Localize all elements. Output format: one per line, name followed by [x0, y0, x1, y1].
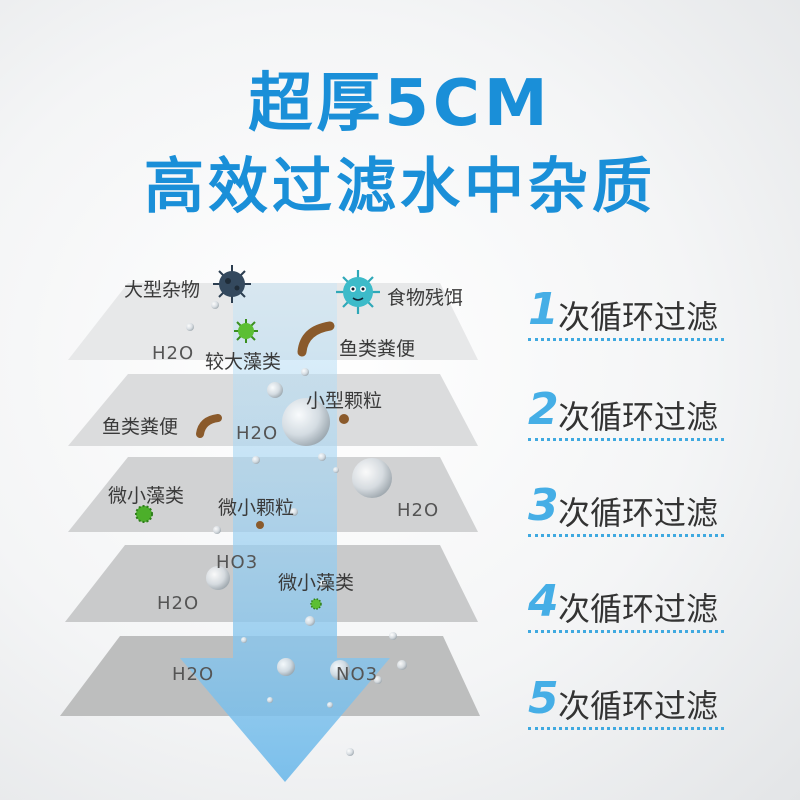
- virus-icon: [213, 265, 251, 303]
- fish-waste-icon: [256, 521, 264, 529]
- algae-icon: [135, 505, 153, 523]
- filter-pass-4: 4 次循环过滤: [528, 574, 728, 633]
- water-droplet-icon: [186, 301, 407, 756]
- pass-number: 5: [528, 673, 559, 724]
- filter-pass-2: 2 次循环过滤: [528, 382, 728, 441]
- pass-label: 次循环过滤: [558, 398, 719, 436]
- label-micro-algae: 微小藻类: [278, 572, 355, 594]
- pass-number: 3: [528, 480, 559, 531]
- label-no3: HO3: [216, 552, 259, 573]
- dotted-divider: [528, 338, 724, 341]
- germ-icon: [336, 270, 380, 314]
- dotted-divider: [528, 534, 724, 537]
- headline-line-2: 高效过滤水中杂质: [144, 152, 656, 222]
- dotted-divider: [528, 727, 724, 730]
- label-h2o: H2O: [172, 664, 215, 685]
- pass-number: 1: [528, 284, 559, 335]
- label-h2o: H2O: [152, 343, 195, 364]
- label-food-residue: 食物残饵: [387, 287, 464, 309]
- label-no3: NO3: [336, 664, 379, 685]
- dotted-divider: [528, 630, 724, 633]
- label-small-particles: 小型颗粒: [306, 390, 383, 412]
- flow-arrow: [180, 283, 390, 782]
- fish-waste-icon: [196, 414, 222, 438]
- headline-line-1: 超厚5CM: [248, 67, 552, 141]
- dotted-divider: [528, 438, 724, 441]
- pass-label: 次循环过滤: [558, 687, 719, 725]
- pass-number: 4: [528, 576, 559, 627]
- fish-waste-icon: [297, 321, 335, 357]
- label-micro-particles: 微小颗粒: [218, 497, 295, 519]
- algae-icon: [234, 319, 258, 343]
- pass-label: 次循环过滤: [558, 298, 719, 336]
- pass-label: 次循环过滤: [558, 494, 719, 532]
- algae-icon: [310, 598, 322, 610]
- label-h2o: H2O: [236, 423, 279, 444]
- filter-pass-5: 5 次循环过滤: [528, 671, 728, 730]
- label-h2o: H2O: [397, 500, 440, 521]
- label-micro-algae: 微小藻类: [108, 485, 185, 507]
- pass-label: 次循环过滤: [558, 590, 719, 628]
- label-large-debris: 大型杂物: [124, 279, 201, 301]
- label-h2o: H2O: [157, 593, 200, 614]
- label-fish-waste: 鱼类粪便: [102, 416, 179, 438]
- pass-number: 2: [528, 384, 559, 435]
- label-fish-waste: 鱼类粪便: [339, 338, 416, 360]
- filter-pass-3: 3 次循环过滤: [528, 478, 728, 537]
- fish-waste-icon: [339, 414, 349, 424]
- filter-pass-1: 1 次循环过滤: [528, 282, 728, 341]
- label-large-algae: 较大藻类: [205, 351, 282, 373]
